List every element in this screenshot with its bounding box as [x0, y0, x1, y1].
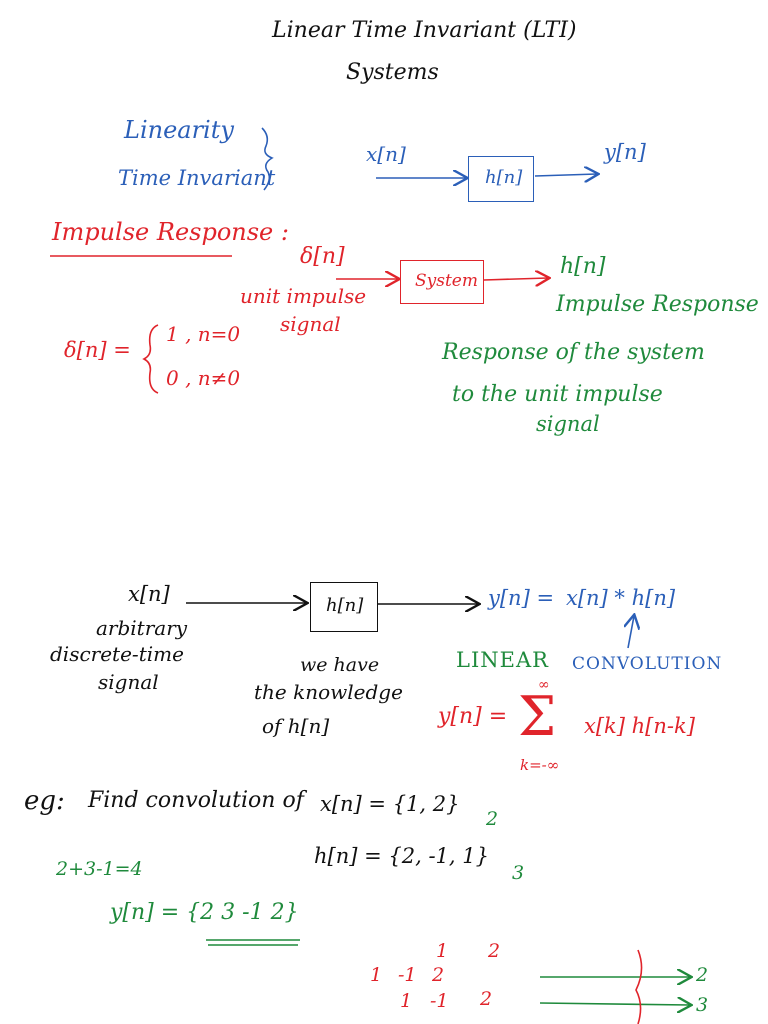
sum-symbol: Σ — [518, 685, 557, 748]
grid-r3-c2: -1 — [430, 990, 449, 1012]
example-h-length: 3 — [512, 862, 525, 884]
impulse-heading: Impulse Response : — [52, 218, 289, 246]
impulse-output: h[n] — [560, 254, 606, 279]
example-h-def: h[n] = {2, -1, 1} — [314, 844, 489, 868]
block1-output: y[n] — [604, 140, 646, 164]
example-label: eg: — [24, 786, 65, 816]
grid-r1-c2: 2 — [488, 940, 501, 962]
sum-lower: k=-∞ — [520, 756, 560, 774]
sum-term: x[k] h[n-k] — [584, 714, 695, 738]
block2-output-rhs: x[n] * h[n] — [566, 586, 676, 610]
grid-r3-c3: 2 — [480, 988, 493, 1010]
grid-r2-c2: -1 — [398, 964, 417, 986]
arrow-h-to-y — [534, 174, 597, 176]
example-y-def: y[n] = {2 3 -1 2} — [110, 900, 299, 925]
example-x-def: x[n] = {1, 2} — [320, 792, 460, 816]
block2-system-box: h[n] — [310, 582, 378, 632]
example-prompt: Find convolution of — [88, 788, 304, 813]
arrow-system-to-h — [483, 278, 548, 280]
block2-know-line2: the knowledge — [254, 680, 403, 704]
delta-def-case1: 1 , n=0 — [166, 322, 241, 346]
grid-brace — [635, 949, 643, 1024]
block2-arb-line1: arbitrary — [96, 616, 188, 640]
block2-know-line1: we have — [300, 654, 380, 676]
title-line2: Systems — [346, 60, 439, 85]
unit-impulse-line1: unit impulse — [240, 284, 367, 308]
impulse-desc-line2: to the unit impulse — [452, 382, 663, 407]
block2-input: x[n] — [128, 582, 170, 606]
label-convolution: CONVOLUTION — [572, 654, 723, 674]
block2-arb-line2: discrete-time — [50, 642, 184, 666]
arrow-convolution-pointer — [628, 616, 634, 649]
block2-output-lhs: y[n] = — [488, 586, 555, 610]
sum-lhs: y[n] = — [438, 704, 508, 729]
delta-def-case2: 0 , n≠0 — [166, 366, 241, 390]
title-line1: Linear Time Invariant (LTI) — [272, 18, 577, 43]
impulse-desc-line3: signal — [536, 412, 600, 436]
impulse-system-box: System — [400, 260, 484, 304]
delta-def-lhs: δ[n] = — [64, 338, 131, 362]
example-x-length: 2 — [486, 808, 499, 830]
block1-system-box: h[n] — [468, 156, 534, 202]
grid-r2-c1: 1 — [370, 964, 383, 986]
grid-arrow-2 — [539, 1003, 690, 1005]
label-linear: LINEAR — [456, 648, 549, 672]
block2-arb-line3: signal — [98, 670, 159, 694]
sum-upper: ∞ — [538, 677, 550, 693]
impulse-desc-line1: Response of the system — [442, 340, 705, 365]
property-time-invariant: Time Invariant — [118, 166, 276, 190]
grid-r2-c3: 2 — [432, 964, 445, 986]
property-brace — [261, 127, 274, 191]
impulse-system-label: System — [415, 271, 478, 291]
property-linearity: Linearity — [124, 116, 234, 144]
block1-input: x[n] — [366, 142, 406, 166]
block1-box-label: h[n] — [485, 167, 523, 188]
grid-r3-c1: 1 — [400, 990, 413, 1012]
example-length-calc: 2+3-1=4 — [56, 858, 143, 880]
piecewise-brace — [142, 324, 159, 394]
grid-r1-c1: 1 — [436, 940, 449, 962]
block2-box-label: h[n] — [326, 595, 364, 616]
unit-impulse-line2: signal — [280, 312, 341, 336]
impulse-output-label: Impulse Response — [556, 292, 759, 317]
delta-signal: δ[n] — [300, 244, 345, 269]
grid-out-1: 2 — [696, 964, 709, 986]
block2-know-line3: of h[n] — [262, 714, 330, 738]
grid-out-2: 3 — [696, 994, 709, 1016]
